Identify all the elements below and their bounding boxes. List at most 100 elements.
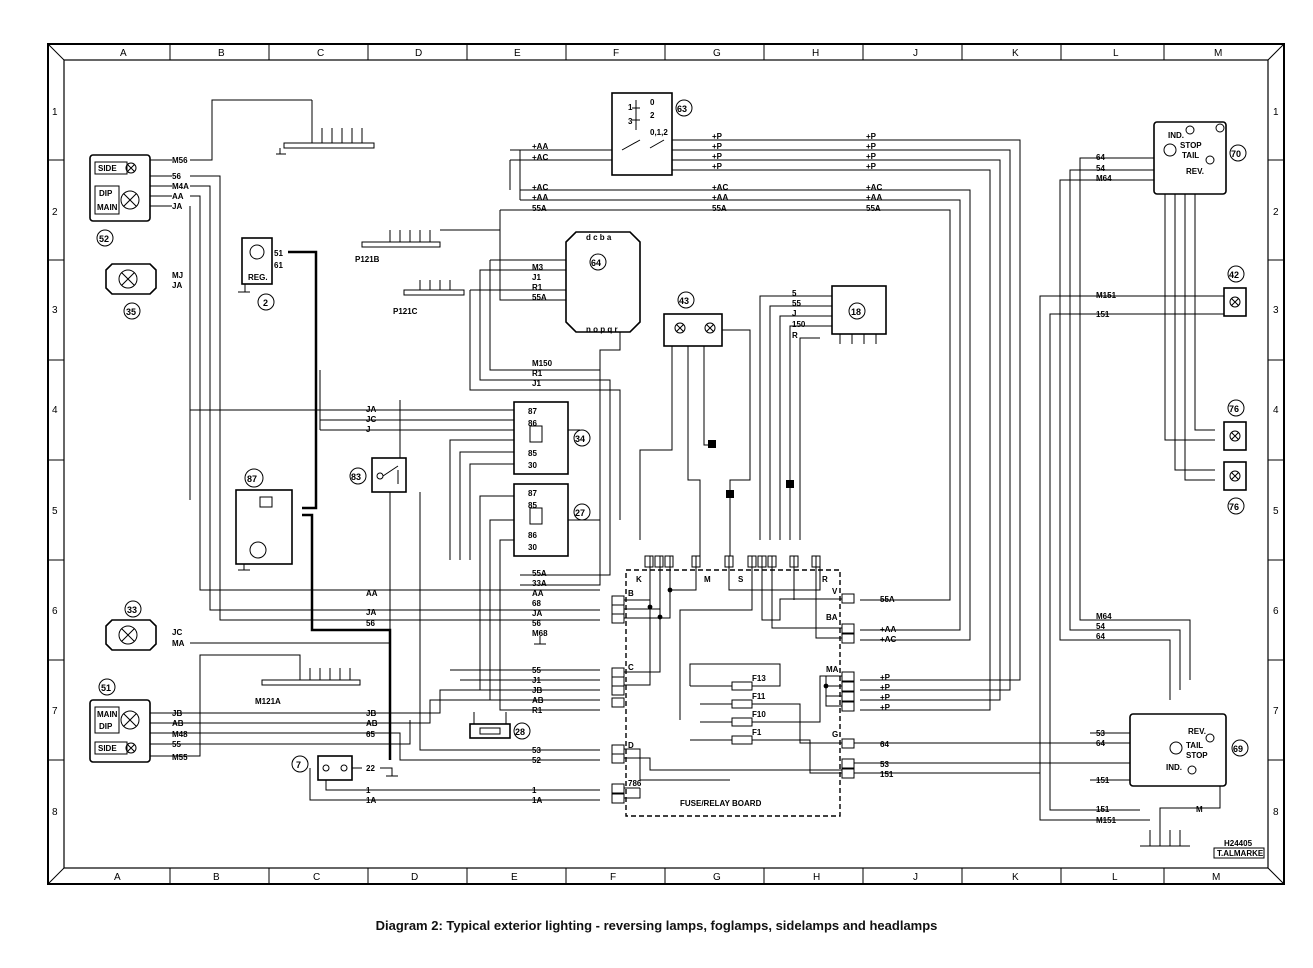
svg-text:SIDE: SIDE [98,164,117,173]
wire-56: 56 [172,172,181,181]
svg-text:30: 30 [528,461,537,470]
component-number-52: 52 [99,234,109,244]
fuse-board-786: 786 [628,779,642,788]
row-6-left: 6 [52,606,58,617]
component-callout-7 [291,755,309,773]
component-number-35: 35 [126,307,136,317]
row-4-left: 4 [52,405,58,416]
svg-text:30: 30 [528,543,537,552]
wire-j1: J1 [532,273,541,282]
wire-plus-aa-far: +AA [866,193,882,202]
wire-m150: M150 [532,359,553,368]
component-callout-52 [96,229,114,247]
wire-plus-p-board-1: +P [880,673,891,682]
wire-151-bottom: 151 [1096,805,1110,814]
row-5-left: 5 [52,506,58,517]
fuse-f11: F11 [752,692,766,701]
wire-ab-left: AB [366,719,378,728]
lamp-76-upper [1223,421,1247,451]
wire-56-left: 56 [366,619,375,628]
wire-r-18: R [792,331,798,340]
fuse-board-k: K [636,575,642,584]
wire-plus-aa-mid: +AA [532,193,548,202]
col-k-bottom: K [1012,872,1019,883]
wire-55a-right: 55A [712,204,727,213]
fuse-board-g: G [832,730,838,739]
wire-1-lower: 1 [532,786,537,795]
label-m121a: M121A [255,697,281,706]
wiring-diagram: A B C D E F G H J K L M A B C D E F G H … [47,43,1285,885]
col-f-bottom: F [610,872,616,883]
svg-text:MAIN: MAIN [97,203,118,212]
fuse-board-left-pins [611,595,625,804]
wire-1-left: 1 [366,786,371,795]
wire-64-board-out: 64 [880,740,889,749]
wire-51: 51 [274,249,283,258]
component-number-33: 33 [127,605,137,615]
row-8-right: 8 [1273,807,1279,818]
svg-text:1: 1 [628,103,633,112]
wire-plus-p-7: +P [866,152,877,161]
wire-ma: MA [172,639,185,648]
component-number-83: 83 [351,472,361,482]
wire-jb-lower: JB [532,686,542,695]
wire-m56: M56 [172,156,188,165]
lamp-33 [105,619,157,651]
row-7-right: 7 [1273,706,1279,717]
wire-plus-p-3: +P [712,152,723,161]
component-number-2: 2 [263,298,268,308]
component-number-43: 43 [679,296,689,306]
fuse-f10: F10 [752,710,766,719]
wire-151: 151 [1096,310,1110,319]
wire-plus-p-4: +P [712,162,723,171]
svg-text:86: 86 [528,531,537,540]
svg-text:DIP: DIP [99,722,113,731]
wire-64-lower: 64 [1096,632,1105,641]
wire-53-right: 53 [1096,729,1105,738]
col-c-bottom: C [313,872,320,883]
wire-m64-top: M64 [1096,174,1112,183]
col-h-top: H [812,48,819,59]
wire-m64-lower: M64 [1096,612,1112,621]
fuse-board-label: FUSE/RELAY BOARD [680,799,762,808]
wire-ja-fuse: JA [532,609,542,618]
wire-plus-aa-board-out: +AA [880,625,896,634]
fuse-f1: F1 [752,728,762,737]
lower-feed-wires [399,540,611,761]
wire-m151-bottom: M151 [1096,816,1117,825]
wire-m48: M48 [172,730,188,739]
wire-plus-aa-top: +AA [532,142,548,151]
headlamp-52-wires [150,99,600,621]
wire-5: 5 [792,289,797,298]
wire-plus-ac-mid: +AC [532,183,548,192]
component-callout-63 [675,99,693,117]
wire-plus-p-2: +P [712,142,723,151]
component-number-64: 64 [591,258,601,268]
junction-fuse-c [667,587,673,593]
col-d-top: D [415,48,422,59]
wire-jc: JC [172,628,182,637]
component-number-51: 51 [101,683,111,693]
component-callout-35 [123,302,141,320]
svg-text:TAIL: TAIL [1186,741,1203,750]
component-number-28: 28 [515,727,525,737]
component-number-70: 70 [1231,149,1241,159]
row-5-right: 5 [1273,506,1279,517]
col-a-top: A [120,48,127,59]
wire-m55: M55 [172,753,188,762]
wire-55a-mid: 55A [532,204,547,213]
label-p121b: P121B [355,255,380,264]
component-callout-64 [589,253,607,271]
fuse-board-s: S [738,575,744,584]
svg-text:87: 87 [528,407,537,416]
col-c-top: C [317,48,324,59]
signature-box [1213,847,1265,859]
fuse-board-m: M [704,575,711,584]
switch-18 [831,285,887,344]
wire-j-relay: J [366,425,370,434]
wire-m3: M3 [532,263,544,272]
component-callout-43 [677,291,695,309]
rear-lamp-69-wires [854,732,1221,847]
wire-54-top: 54 [1096,164,1105,173]
